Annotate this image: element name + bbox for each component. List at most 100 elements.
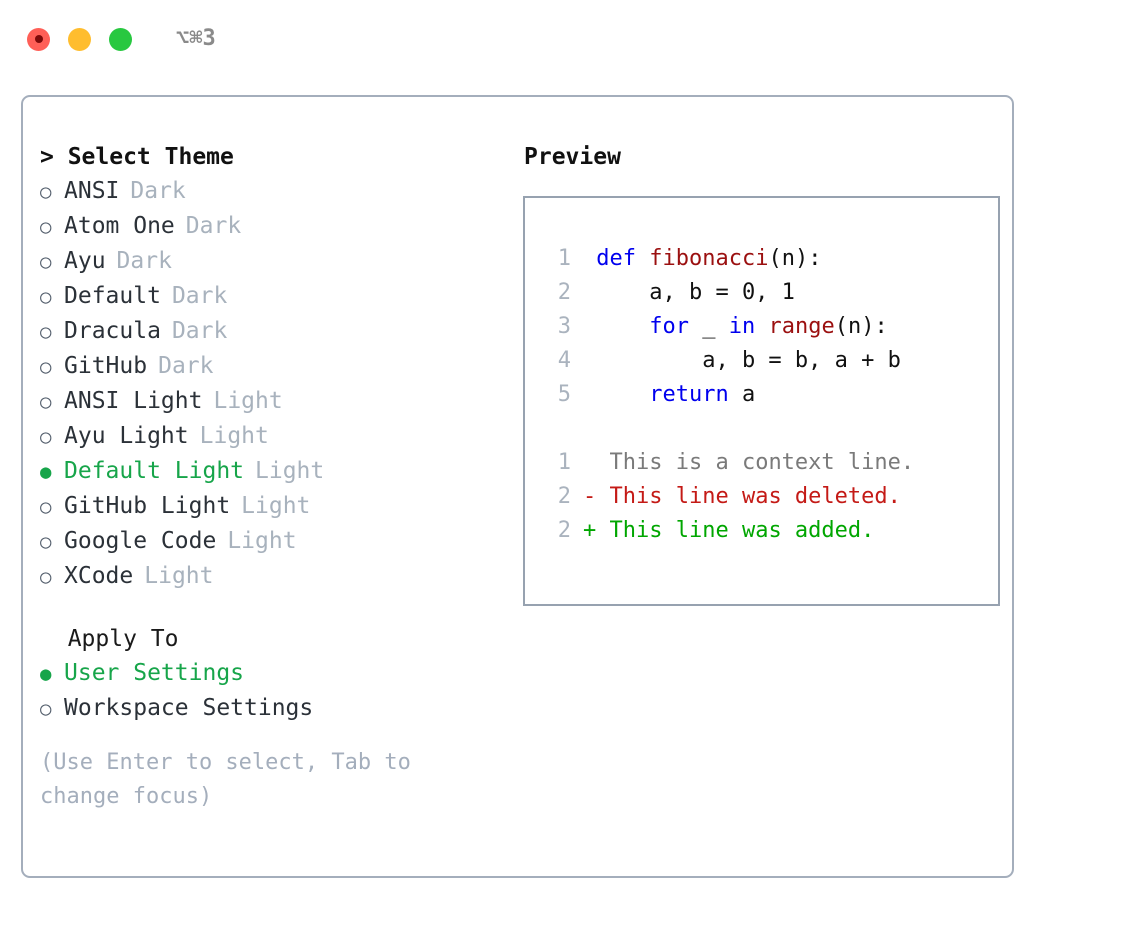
theme-name: Ayu: [64, 248, 106, 274]
theme-name: Atom One: [64, 213, 175, 239]
apply-option-workspace-settings[interactable]: ○ Workspace Settings: [40, 691, 520, 726]
code-content: return a: [649, 382, 756, 407]
theme-variant: Light: [241, 493, 311, 519]
diff-marker: +: [583, 518, 610, 543]
select-theme-heading: > Select Theme: [40, 144, 234, 170]
line-number: 4: [557, 348, 571, 373]
line-number: 5: [557, 382, 571, 407]
theme-variant: Light: [144, 563, 214, 589]
theme-name: ANSI Light: [64, 388, 203, 414]
panel-columns: > Select Theme ○ ANSI Dark ○ Atom One Da…: [23, 97, 1012, 876]
preview-column: Preview 1 def fibonacci(n): 2 a, b = 0, …: [520, 140, 1000, 876]
section-spacer: [40, 594, 520, 622]
radio-icon: ○: [40, 251, 52, 273]
diff-text: This line was added.: [609, 518, 875, 543]
theme-variant: Light: [199, 423, 269, 449]
radio-icon: ○: [40, 426, 52, 448]
radio-selected-icon: ●: [40, 461, 52, 483]
theme-variant: Light: [255, 458, 325, 484]
code-line: 4 a, b = b, a + b: [543, 344, 998, 378]
code-line: 5 return a: [543, 378, 998, 412]
code-content: def fibonacci(n):: [596, 246, 822, 271]
theme-name: Default Light: [64, 458, 245, 484]
theme-option[interactable]: ○ GitHub Light Light: [40, 489, 520, 524]
hint-spacer: [40, 726, 520, 746]
traffic-lights: [27, 27, 132, 51]
theme-option-selected[interactable]: ● Default Light Light: [40, 454, 520, 489]
diff-marker: [583, 446, 610, 480]
theme-variant: Dark: [171, 283, 228, 309]
theme-option-list: ○ ANSI Dark ○ Atom One Dark ○ Ayu Dark: [40, 174, 520, 594]
radio-icon: ○: [40, 321, 52, 343]
theme-selector-column: > Select Theme ○ ANSI Dark ○ Atom One Da…: [40, 140, 520, 876]
theme-variant: Light: [213, 388, 283, 414]
preview-heading: Preview: [524, 144, 621, 170]
theme-option[interactable]: ○ ANSI Light Light: [40, 384, 520, 419]
theme-variant: Dark: [130, 178, 186, 204]
apply-option-label: User Settings: [64, 660, 245, 686]
theme-option[interactable]: ○ Ayu Light Light: [40, 419, 520, 454]
radio-icon: ○: [40, 698, 52, 720]
code-line: 1 def fibonacci(n):: [543, 242, 998, 276]
title-bar: ⌥⌘3: [0, 0, 1140, 78]
radio-icon: ○: [40, 391, 52, 413]
code-content: a, b = 0, 1: [583, 280, 795, 305]
theme-variant: Dark: [158, 353, 214, 379]
radio-icon: ○: [40, 531, 52, 553]
minimize-button[interactable]: [68, 27, 91, 51]
diff-marker: -: [583, 484, 610, 509]
recording-dot-icon: [34, 35, 43, 43]
line-number: 2: [557, 484, 571, 509]
theme-option[interactable]: ○ ANSI Dark: [40, 174, 520, 209]
diff-text: This is a context line.: [609, 450, 915, 475]
theme-name: ANSI: [64, 178, 120, 204]
radio-selected-icon: ●: [40, 663, 52, 685]
theme-option[interactable]: ○ GitHub Dark: [40, 349, 520, 384]
theme-variant: Light: [227, 528, 297, 554]
close-button[interactable]: [27, 27, 50, 51]
theme-name: Dracula: [64, 318, 161, 344]
theme-name: GitHub: [64, 353, 148, 379]
theme-option[interactable]: ○ Default Dark: [40, 279, 520, 314]
code-sample: 1 def fibonacci(n): 2 a, b = 0, 1 3 for …: [543, 242, 998, 412]
theme-name: Default: [64, 283, 161, 309]
line-number: 1: [557, 246, 571, 271]
code-diff-spacer: [543, 412, 998, 446]
theme-option[interactable]: ○ Google Code Light: [40, 524, 520, 559]
apply-to-option-list: ● User Settings ○ Workspace Settings: [40, 656, 520, 726]
code-line: 2 a, b = 0, 1: [543, 276, 998, 310]
theme-variant: Dark: [171, 318, 228, 344]
keyboard-hint-text: (Use Enter to select, Tab to change focu…: [40, 750, 425, 809]
theme-name: GitHub Light: [64, 493, 231, 519]
zoom-button[interactable]: [109, 27, 132, 51]
radio-icon: ○: [40, 566, 52, 588]
code-content: a, b = b, a + b: [583, 348, 901, 373]
code-preview-box: 1 def fibonacci(n): 2 a, b = 0, 1 3 for …: [523, 196, 1000, 606]
theme-name: XCode: [64, 563, 134, 589]
theme-option[interactable]: ○ XCode Light: [40, 559, 520, 594]
diff-text: This line was deleted.: [609, 484, 901, 509]
apply-option-label: Workspace Settings: [64, 695, 314, 721]
theme-option[interactable]: ○ Atom One Dark: [40, 209, 520, 244]
diff-line-added: 2 + This line was added.: [543, 514, 998, 548]
radio-icon: ○: [40, 496, 52, 518]
diff-line-deleted: 2 - This line was deleted.: [543, 480, 998, 514]
theme-name: Ayu Light: [64, 423, 189, 449]
keyboard-shortcut-label: ⌥⌘3: [176, 26, 216, 51]
theme-option[interactable]: ○ Dracula Dark: [40, 314, 520, 349]
radio-icon: ○: [40, 286, 52, 308]
radio-icon: ○: [40, 181, 52, 203]
line-number: 1: [557, 450, 571, 475]
code-line: 3 for _ in range(n):: [543, 310, 998, 344]
theme-variant: Dark: [116, 248, 172, 274]
radio-icon: ○: [40, 216, 52, 238]
line-number: 2: [557, 518, 571, 543]
apply-to-heading: Apply To: [40, 626, 179, 652]
theme-option[interactable]: ○ Ayu Dark: [40, 244, 520, 279]
line-number: 2: [557, 280, 571, 305]
apply-option-user-settings[interactable]: ● User Settings: [40, 656, 520, 691]
theme-name: Google Code: [64, 528, 217, 554]
line-number: 3: [557, 314, 571, 339]
diff-line-context: 1 This is a context line.: [543, 446, 998, 480]
